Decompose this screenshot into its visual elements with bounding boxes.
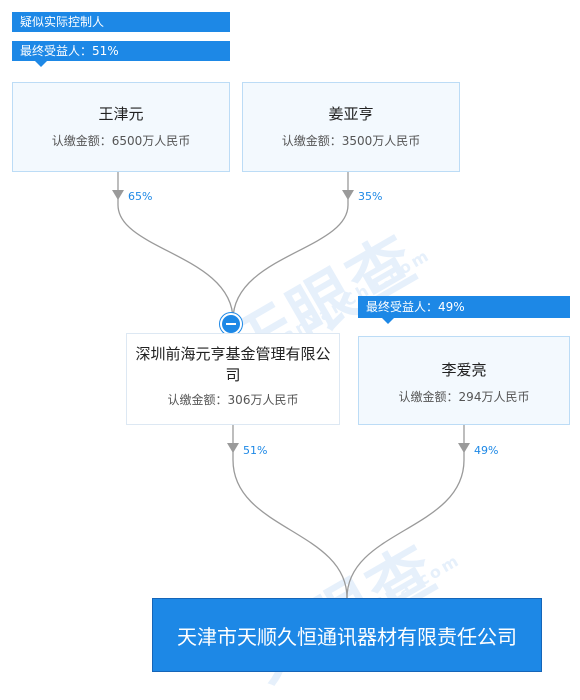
- shareholder-name[interactable]: 王津元: [98, 105, 144, 123]
- target-company[interactable]: 天津市天顺久恒通讯器材有限责任公司: [152, 598, 542, 672]
- shareholder-qianhai-fund[interactable]: 深圳前海元亨基金管理有限公司 认缴金额：306万人民币: [126, 333, 340, 425]
- target-company-name[interactable]: 天津市天顺久恒通讯器材有限责任公司: [177, 624, 517, 649]
- percent-fund: 51%: [243, 444, 268, 457]
- beneficiary-badge-li: 最终受益人：49%: [358, 296, 570, 318]
- shareholder-jiang-yaheng[interactable]: 姜亚亨 认缴金额：3500万人民币: [242, 82, 460, 172]
- actual-controller-badge: 疑似实际控制人: [12, 12, 230, 32]
- percent-jiang: 35%: [358, 190, 383, 203]
- shareholder-capital: 认缴金额：6500万人民币: [51, 134, 191, 148]
- shareholder-name[interactable]: 李爱亮: [441, 361, 487, 379]
- shareholder-li-ailiang[interactable]: 李爱亮 认缴金额：294万人民币: [358, 336, 570, 425]
- shareholder-capital: 认缴金额：3500万人民币: [281, 134, 421, 148]
- link-jiang-to-fund: [232, 172, 349, 321]
- percent-wang: 65%: [128, 190, 153, 203]
- arrow-fund: [227, 443, 239, 453]
- ownership-links: [112, 172, 470, 599]
- arrow-wang: [112, 190, 124, 200]
- link-li-to-target: [346, 425, 465, 599]
- link-wang-to-fund: [117, 172, 234, 321]
- percent-li: 49%: [474, 444, 499, 457]
- beneficiary-badge-wang-pointer: [35, 61, 47, 67]
- arrow-li: [458, 443, 470, 453]
- beneficiary-badge-li-pointer: [382, 318, 394, 324]
- shareholder-name[interactable]: 深圳前海元亨基金管理有限公司: [135, 345, 331, 384]
- beneficiary-badge-wang: 最终受益人：51%: [12, 41, 230, 61]
- shareholder-wang-jinyuan[interactable]: 王津元 认缴金额：6500万人民币: [12, 82, 230, 172]
- shareholder-capital: 认缴金额：294万人民币: [398, 390, 530, 404]
- link-fund-to-target: [232, 425, 348, 599]
- minus-circle-icon[interactable]: [220, 313, 242, 335]
- arrow-jiang: [342, 190, 354, 200]
- shareholder-name[interactable]: 姜亚亨: [328, 105, 374, 123]
- shareholder-capital: 认缴金额：306万人民币: [167, 393, 299, 407]
